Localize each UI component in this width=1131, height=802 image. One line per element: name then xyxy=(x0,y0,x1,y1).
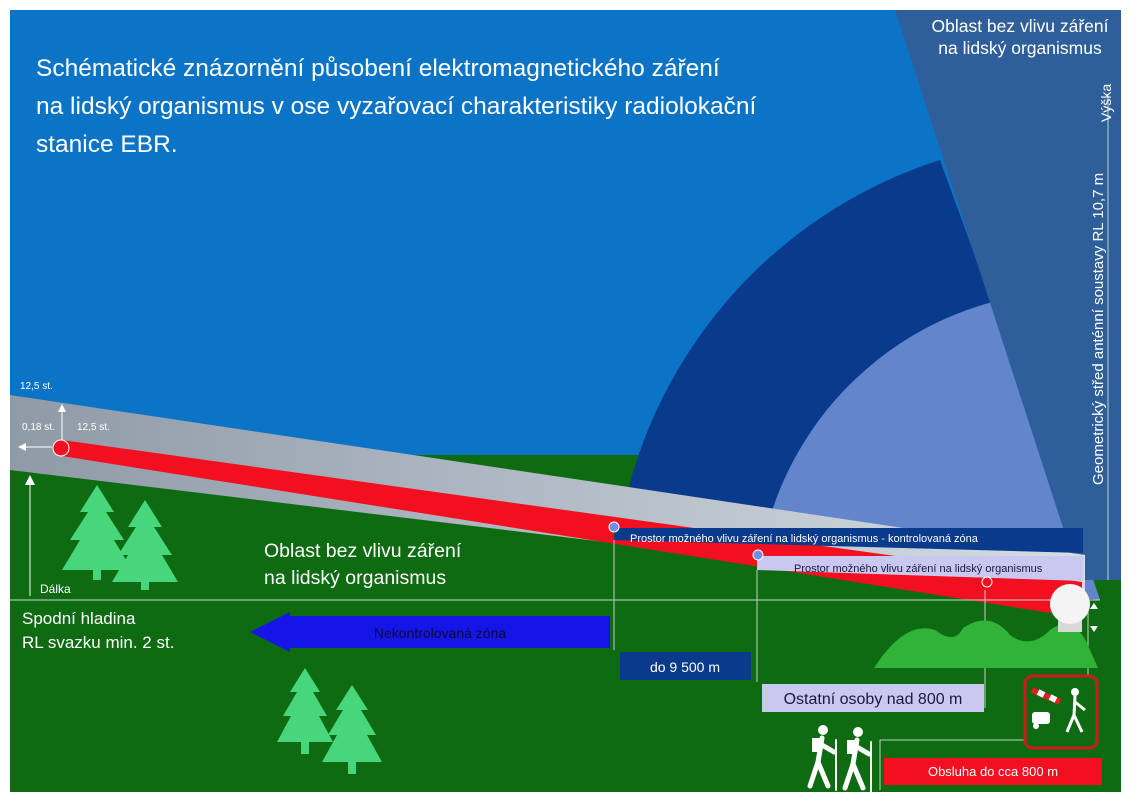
tree-icon xyxy=(112,500,178,590)
no-effect-ground-label-line-2: na lidský organismus xyxy=(264,567,446,589)
operators-label: Obsluha do cca 800 m xyxy=(928,764,1058,779)
lower-beam-label-line-2: RL svazku min. 2 st. xyxy=(22,633,174,652)
no-effect-side-band xyxy=(895,10,1121,580)
tree-icon xyxy=(322,685,382,774)
connector-line xyxy=(879,600,1089,790)
radar-dome-icon xyxy=(1050,584,1090,632)
arrow-up-icon xyxy=(58,404,66,412)
diagram-title-line-1: Schématické znázornění působení elektrom… xyxy=(36,55,720,82)
controlled-zone-label: Prostor možného vlivu záření na lidský o… xyxy=(630,533,979,545)
tree-icon xyxy=(62,485,132,580)
operators-zone-marker xyxy=(981,576,993,588)
diagram-title-line-3: stanice EBR. xyxy=(36,131,178,158)
antenna-center-label: Geometrický střed anténní soustavy RL 10… xyxy=(1090,173,1107,485)
diagram-title-line-2: na lidský organismus v ose vyzařovací ch… xyxy=(36,93,757,120)
controlled-zone-box xyxy=(614,528,1083,553)
top-right-label-line-1: Oblast bez vlivu záření xyxy=(931,16,1108,36)
no-effect-ground-label-line-1: Oblast bez vlivu záření xyxy=(264,540,462,562)
barrier-warning-icon xyxy=(1023,674,1099,750)
possible-effect-zone-label: Prostor možného vlivu záření na lidský o… xyxy=(794,563,1043,575)
distance-limit-label: do 9 500 m xyxy=(650,659,720,675)
lower-beam-label-line-1: Spodní hladina xyxy=(22,609,136,628)
operators-box xyxy=(884,758,1102,785)
arrow-down-icon xyxy=(1090,626,1098,632)
distance-axis-label: Dálka xyxy=(40,582,71,596)
height-axis-label: Výška xyxy=(1098,84,1114,122)
hiker-icon xyxy=(807,725,837,791)
possible-zone-marker xyxy=(752,549,764,561)
beam-origin-marker xyxy=(52,439,70,457)
arrow-up-icon xyxy=(1090,603,1098,609)
hiker-icon xyxy=(842,727,872,793)
distance-limit-box xyxy=(620,652,751,680)
controlled-zone-marker xyxy=(608,521,620,533)
hills xyxy=(874,620,1098,668)
uncontrolled-zone-arrow xyxy=(250,612,610,652)
beam-angle-right-label: 12,5 st. xyxy=(77,422,110,433)
uncontrolled-zone-label: Nekontrolovaná zóna xyxy=(374,625,507,641)
beam-angle-left-label: 0,18 st. xyxy=(22,422,55,433)
possible-effect-zone-box xyxy=(757,556,1083,581)
beam-angle-top-label: 12,5 st. xyxy=(20,381,53,392)
radar-beam-lower-edge xyxy=(62,440,1082,618)
arrow-up-icon xyxy=(25,475,35,485)
arrow-left-icon xyxy=(18,443,26,451)
tree-icon xyxy=(277,668,333,754)
other-persons-label: Ostatní osoby nad 800 m xyxy=(784,691,963,708)
top-right-label-line-2: na lidský organismus xyxy=(938,38,1102,58)
other-persons-box xyxy=(762,684,984,712)
